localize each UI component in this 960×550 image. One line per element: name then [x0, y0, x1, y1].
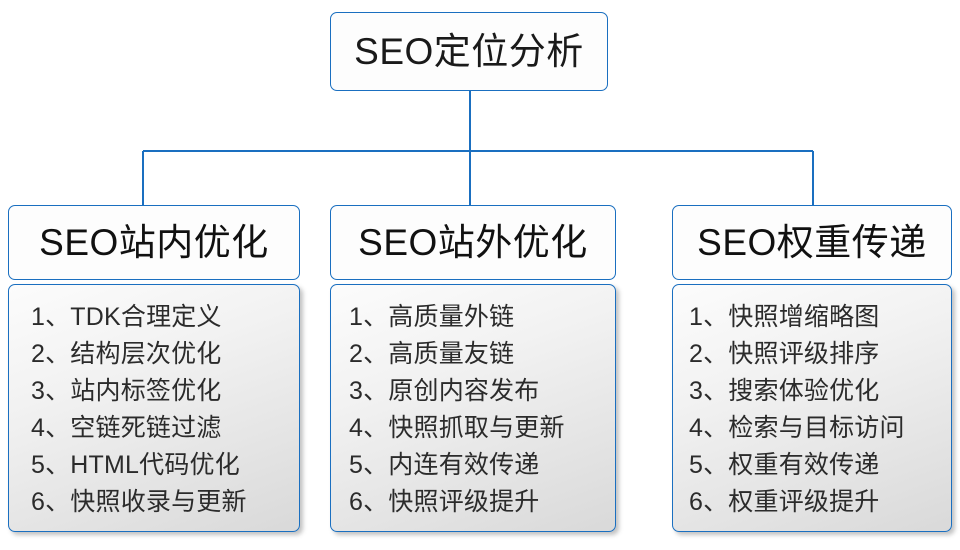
list-item: 5、HTML代码优化 [31, 451, 240, 479]
branch-column-1: SEO站内优化 1、TDK合理定义 2、结构层次优化 3、站内标签优化 4、空链… [8, 205, 300, 532]
list-item: 2、快照评级排序 [689, 340, 880, 368]
root-node-label: SEO定位分析 [354, 31, 584, 72]
list-item: 6、快照收录与更新 [31, 488, 247, 516]
branch-header-1[interactable]: SEO站内优化 [8, 205, 300, 280]
list-item: 5、权重有效传递 [689, 451, 880, 479]
branch-header-2[interactable]: SEO站外优化 [330, 205, 616, 280]
branch-header-label-1: SEO站内优化 [39, 222, 269, 263]
list-item: 4、空链死链过滤 [31, 414, 222, 442]
list-item: 6、权重评级提升 [689, 488, 880, 516]
list-item: 5、内连有效传递 [349, 451, 540, 479]
list-item: 2、高质量友链 [349, 340, 515, 368]
list-item: 3、原创内容发布 [349, 377, 540, 405]
list-item: 4、检索与目标访问 [689, 414, 905, 442]
branch-list-3: 1、快照增缩略图 2、快照评级排序 3、搜索体验优化 4、检索与目标访问 5、权… [672, 284, 952, 532]
branch-list-1: 1、TDK合理定义 2、结构层次优化 3、站内标签优化 4、空链死链过滤 5、H… [8, 284, 300, 532]
list-item: 1、快照增缩略图 [689, 303, 880, 331]
branch-header-label-3: SEO权重传递 [697, 222, 927, 263]
list-item: 1、TDK合理定义 [31, 303, 222, 331]
list-item: 4、快照抓取与更新 [349, 414, 565, 442]
list-item: 2、结构层次优化 [31, 340, 222, 368]
list-item: 3、搜索体验优化 [689, 377, 880, 405]
branch-header-3[interactable]: SEO权重传递 [672, 205, 952, 280]
list-item: 6、快照评级提升 [349, 488, 540, 516]
branch-header-label-2: SEO站外优化 [358, 222, 588, 263]
root-node[interactable]: SEO定位分析 [330, 12, 608, 91]
list-item: 3、站内标签优化 [31, 377, 222, 405]
branch-list-2: 1、高质量外链 2、高质量友链 3、原创内容发布 4、快照抓取与更新 5、内连有… [330, 284, 616, 532]
branch-column-3: SEO权重传递 1、快照增缩略图 2、快照评级排序 3、搜索体验优化 4、检索与… [672, 205, 952, 532]
list-item: 1、高质量外链 [349, 303, 515, 331]
branch-column-2: SEO站外优化 1、高质量外链 2、高质量友链 3、原创内容发布 4、快照抓取与… [330, 205, 616, 532]
